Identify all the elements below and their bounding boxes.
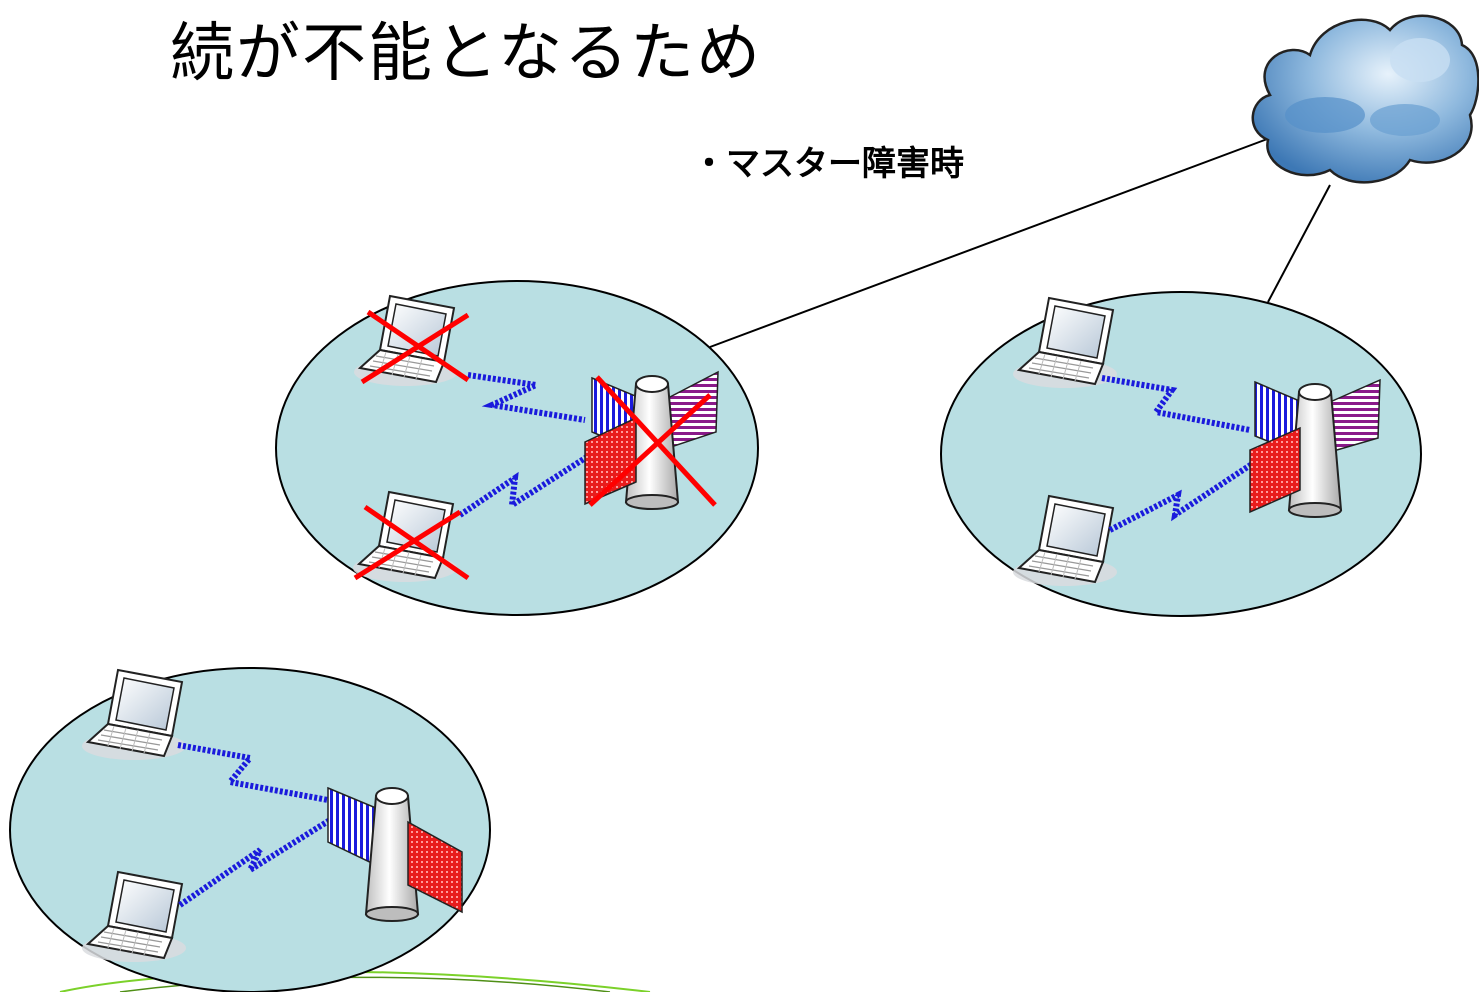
slide-title: 続が不能となるため xyxy=(170,17,763,91)
right-cell xyxy=(940,291,1422,617)
wireless-link xyxy=(467,372,586,423)
wireless-link xyxy=(177,742,329,803)
failure-mark-laptop-top xyxy=(360,309,470,385)
failed-cell xyxy=(275,280,759,616)
backbone-link-right-cell xyxy=(1267,184,1331,303)
antenna-panel-red xyxy=(1249,426,1301,514)
wireless-link xyxy=(1108,459,1257,533)
wireless-link xyxy=(178,817,332,908)
bottom-left-cell xyxy=(9,667,491,992)
antenna-panel-red xyxy=(584,416,637,506)
backbone-link-failed-cell xyxy=(709,137,1271,348)
wireless-link xyxy=(1101,375,1251,433)
antenna-panel-red xyxy=(407,820,463,914)
cloud-icon xyxy=(1251,14,1479,184)
failure-mark-laptop-bottom xyxy=(353,504,470,581)
master-failure-label: ・マスター障害時 xyxy=(692,144,964,184)
failure-mark-access-point xyxy=(588,375,717,507)
